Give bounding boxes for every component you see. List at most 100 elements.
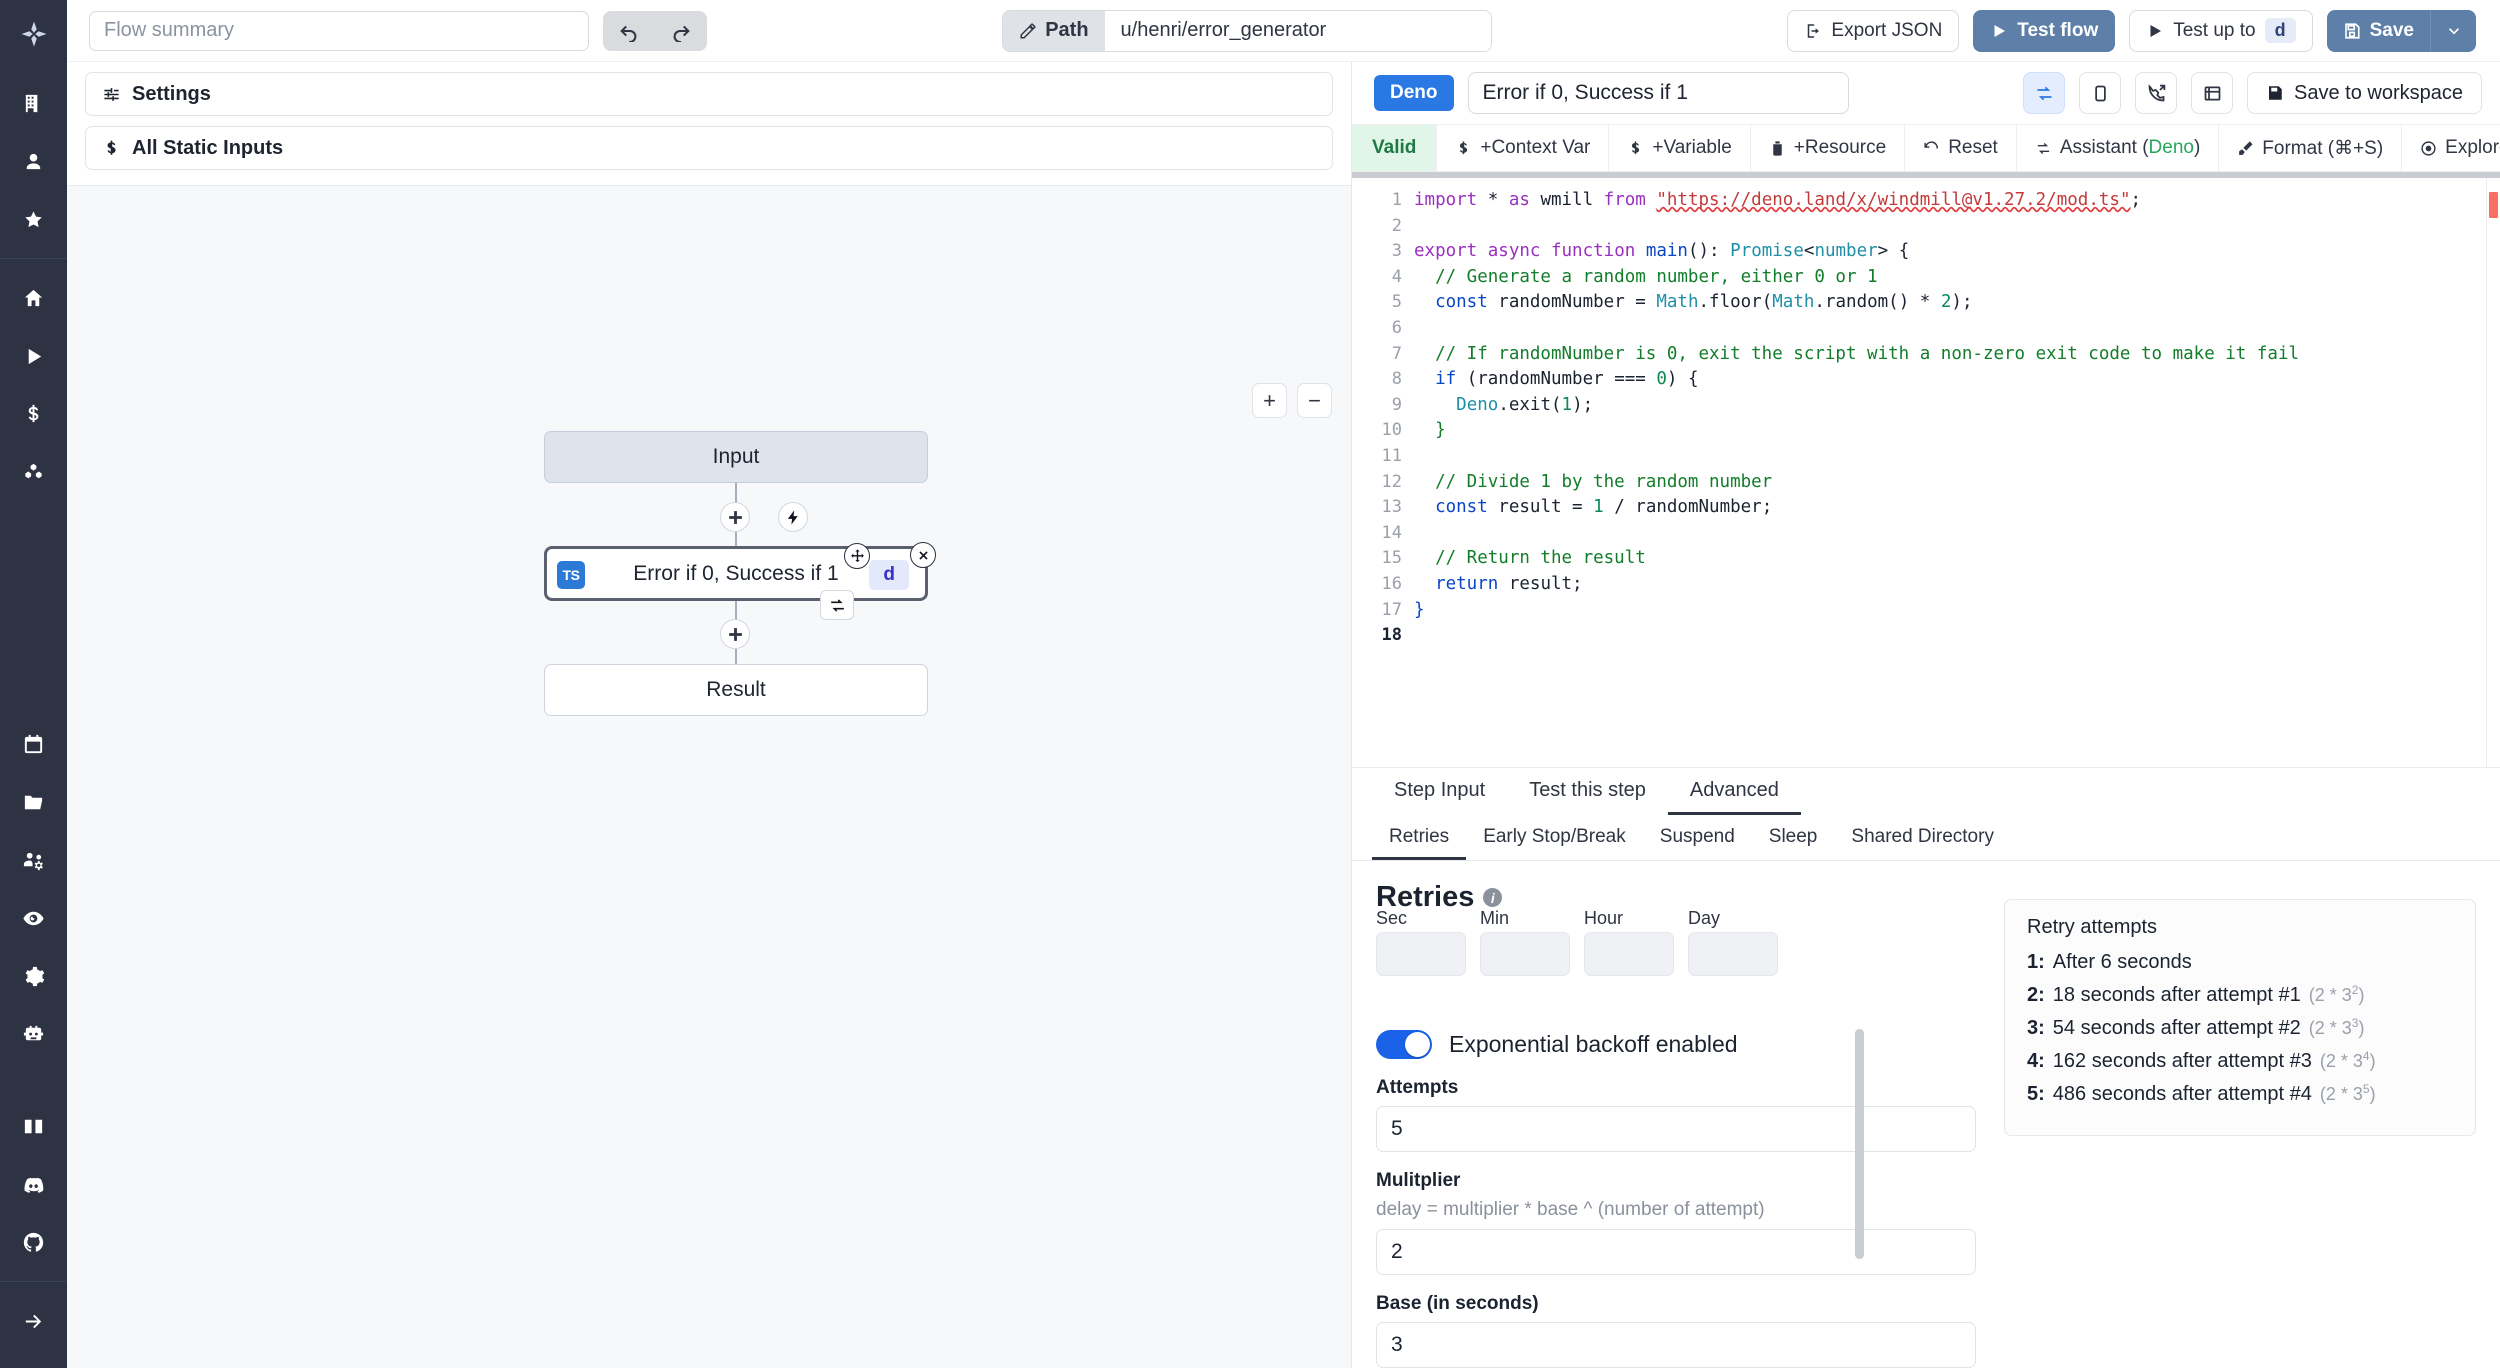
flow-node-input[interactable]: Input (544, 431, 928, 483)
editor-line[interactable]: } (1414, 418, 2500, 444)
add-variable-button[interactable]: +Variable (1609, 125, 1751, 171)
editor-code-content[interactable]: import * as wmill from "https://deno.lan… (1414, 172, 2500, 767)
path-field[interactable]: Path u/henri/error_generator (1002, 9, 1493, 52)
tab-step-input[interactable]: Step Input (1394, 779, 1486, 801)
editor-error-marker[interactable] (2489, 192, 2498, 218)
subtab-early-stop-break[interactable]: Early Stop/Break (1483, 825, 1626, 847)
workers-icon[interactable] (11, 1011, 57, 1057)
flow-summary-input[interactable]: Flow summary (89, 10, 589, 51)
editor-line[interactable] (1414, 623, 2500, 649)
tab-advanced[interactable]: Advanced (1667, 769, 1801, 815)
flow-node-step[interactable]: TS Error if 0, Success if 1 d (544, 546, 928, 601)
retry-attempt-formula: (2 * 35) (2319, 1082, 2376, 1104)
redo-button[interactable] (655, 11, 707, 51)
attempts-input[interactable]: 5 (1376, 1106, 1976, 1152)
base-input[interactable]: 3 (1376, 1322, 1976, 1368)
save-button[interactable]: Save (2327, 10, 2430, 52)
sleep-icon[interactable] (2191, 72, 2234, 114)
subtab-shared-directory[interactable]: Shared Directory (1851, 825, 1994, 847)
runs-icon[interactable] (11, 333, 57, 379)
retry-unit-input[interactable] (1376, 932, 1466, 976)
chevron-down-icon[interactable] (2430, 9, 2476, 52)
all-static-inputs-accordion[interactable]: All Static Inputs (85, 126, 1333, 170)
editor-horizontal-scrollbar[interactable] (1352, 172, 2500, 178)
retry-unit-input[interactable] (1584, 932, 1674, 976)
retries-vertical-scrollbar[interactable] (1855, 1029, 1864, 1259)
editor-line[interactable] (1414, 214, 2500, 240)
settings-accordion[interactable]: Settings (85, 72, 1333, 116)
variables-icon[interactable] (11, 391, 57, 437)
home-icon[interactable] (11, 275, 57, 321)
subtab-sleep[interactable]: Sleep (1768, 825, 1818, 847)
save-to-workspace-button[interactable]: Save to workspace (2247, 72, 2483, 114)
step-tabs: Step Input Test this step Advanced (1352, 767, 2500, 815)
exponential-backoff-toggle[interactable] (1376, 1030, 1432, 1059)
tab-test-this-step[interactable]: Test this step (1529, 779, 1646, 801)
stop-icon[interactable] (2079, 72, 2122, 114)
zoom-in-button[interactable]: + (1252, 383, 1287, 418)
docs-icon[interactable] (11, 1103, 57, 1149)
user-icon[interactable] (11, 138, 57, 184)
editor-line[interactable]: // Generate a random number, either 0 or… (1414, 265, 2500, 291)
multiplier-input[interactable]: 2 (1376, 1229, 1976, 1275)
move-icon[interactable] (844, 543, 870, 569)
editor-line[interactable]: } (1414, 598, 2500, 624)
star-icon[interactable] (11, 196, 57, 242)
retry-icon[interactable] (2023, 72, 2066, 114)
retry-unit-input[interactable] (1480, 932, 1570, 976)
subtab-suspend[interactable]: Suspend (1659, 825, 1735, 847)
editor-line[interactable]: const randomNumber = Math.floor(Math.ran… (1414, 290, 2500, 316)
reset-button[interactable]: Reset (1905, 125, 2017, 171)
test-up-to-button[interactable]: Test up to d (2129, 9, 2313, 52)
editor-minimap[interactable] (2486, 178, 2500, 767)
editor-line[interactable]: if (randomNumber === 0) { (1414, 367, 2500, 393)
editor-line[interactable]: return result; (1414, 572, 2500, 598)
add-step-button-2[interactable] (720, 619, 750, 649)
explore-other-scripts-button[interactable]: Explore other s (2402, 125, 2500, 171)
export-json-button[interactable]: Export JSON (1787, 9, 1960, 52)
scrollbar-thumb[interactable] (1352, 172, 2500, 178)
editor-line[interactable]: // Return the result (1414, 546, 2500, 572)
path-value[interactable]: u/henri/error_generator (1104, 10, 1492, 51)
audit-logs-icon[interactable] (11, 895, 57, 941)
flow-canvas[interactable]: + − Input TS Error if 0, (67, 185, 1351, 1368)
test-flow-button[interactable]: Test flow (1973, 9, 2116, 52)
suspend-icon[interactable] (2135, 72, 2178, 114)
editor-line[interactable]: // If randomNumber is 0, exit the script… (1414, 342, 2500, 368)
editor-line[interactable]: const result = 1 / randomNumber; (1414, 495, 2500, 521)
undo-button[interactable] (603, 11, 655, 51)
groups-icon[interactable] (11, 837, 57, 883)
editor-line[interactable] (1414, 521, 2500, 547)
settings-icon[interactable] (11, 953, 57, 999)
editor-line[interactable]: export async function main(): Promise<nu… (1414, 239, 2500, 265)
assistant-button[interactable]: Assistant (Deno) (2017, 125, 2220, 171)
expand-sidebar-icon[interactable] (11, 1298, 57, 1344)
add-step-button-1[interactable] (720, 502, 750, 532)
retry-unit-input[interactable] (1688, 932, 1778, 976)
discord-icon[interactable] (11, 1161, 57, 1207)
editor-line[interactable]: import * as wmill from "https://deno.lan… (1414, 188, 2500, 214)
close-circle-icon[interactable] (910, 542, 936, 568)
folders-icon[interactable] (11, 779, 57, 825)
editor-line[interactable]: Deno.exit(1); (1414, 393, 2500, 419)
zoom-out-button[interactable]: − (1297, 383, 1332, 418)
step-name-input[interactable]: Error if 0, Success if 1 (1467, 72, 1849, 114)
add-resource-button[interactable]: +Resource (1751, 125, 1906, 171)
schedules-icon[interactable] (11, 721, 57, 767)
step-retry-badge[interactable] (820, 590, 854, 620)
resources-icon[interactable] (11, 449, 57, 495)
editor-line[interactable] (1414, 444, 2500, 470)
flow-node-result[interactable]: Result (544, 664, 928, 716)
windmill-logo-icon[interactable] (14, 14, 54, 54)
subtab-retries[interactable]: Retries (1372, 816, 1467, 860)
add-context-var-button[interactable]: +Context Var (1437, 125, 1610, 171)
format-button[interactable]: Format (⌘+S) (2219, 125, 2403, 171)
path-label[interactable]: Path (1003, 10, 1105, 51)
editor-line[interactable]: // Divide 1 by the random number (1414, 470, 2500, 496)
github-icon[interactable] (11, 1219, 57, 1265)
editor-line[interactable] (1414, 316, 2500, 342)
add-trigger-button[interactable] (778, 502, 808, 532)
workspace-icon[interactable] (11, 80, 57, 126)
info-icon[interactable]: i (1483, 888, 1503, 907)
